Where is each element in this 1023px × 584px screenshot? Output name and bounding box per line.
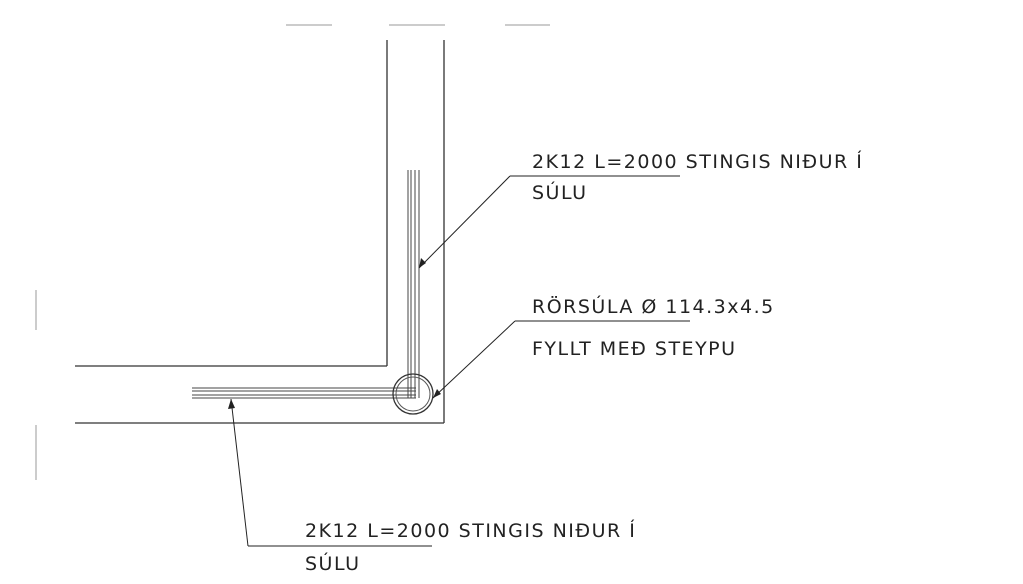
bottom-bar-note: 2K12 L=2000 STINGIS NIÐUR Í SÚLU bbox=[305, 519, 636, 575]
pipe-column-inner-circle bbox=[395, 376, 431, 412]
column-note: RÖRSÚLA Ø 114.3x4.5 FYLLT MEÐ STEYPU bbox=[532, 294, 775, 360]
pipe-column bbox=[392, 373, 434, 415]
pipe-column-outer-circle bbox=[392, 373, 434, 415]
vertical-rebar bbox=[407, 170, 420, 398]
column-note-line2: FYLLT MEÐ STEYPU bbox=[532, 338, 737, 360]
column-note-line1: RÖRSÚLA Ø 114.3x4.5 bbox=[532, 294, 775, 318]
arrowhead bbox=[419, 258, 426, 268]
bottom-bar-note-line2: SÚLU bbox=[305, 551, 361, 575]
bottom-bar-leader bbox=[230, 398, 249, 547]
arrowhead bbox=[433, 389, 441, 398]
top-bar-note: 2K12 L=2000 STINGIS NIÐUR Í SÚLU bbox=[532, 150, 863, 204]
column-leader bbox=[432, 320, 516, 399]
top-bar-leader bbox=[418, 175, 511, 269]
wall-outline bbox=[75, 40, 445, 424]
bottom-bar-note-line1: 2K12 L=2000 STINGIS NIÐUR Í bbox=[305, 519, 636, 542]
arrowheads bbox=[228, 258, 441, 409]
leader-lines bbox=[230, 175, 690, 547]
arrowhead bbox=[228, 399, 235, 409]
top-bar-note-line1: 2K12 L=2000 STINGIS NIÐUR Í bbox=[532, 150, 863, 173]
horizontal-rebar bbox=[192, 387, 416, 399]
top-bar-note-line2: SÚLU bbox=[532, 180, 588, 204]
